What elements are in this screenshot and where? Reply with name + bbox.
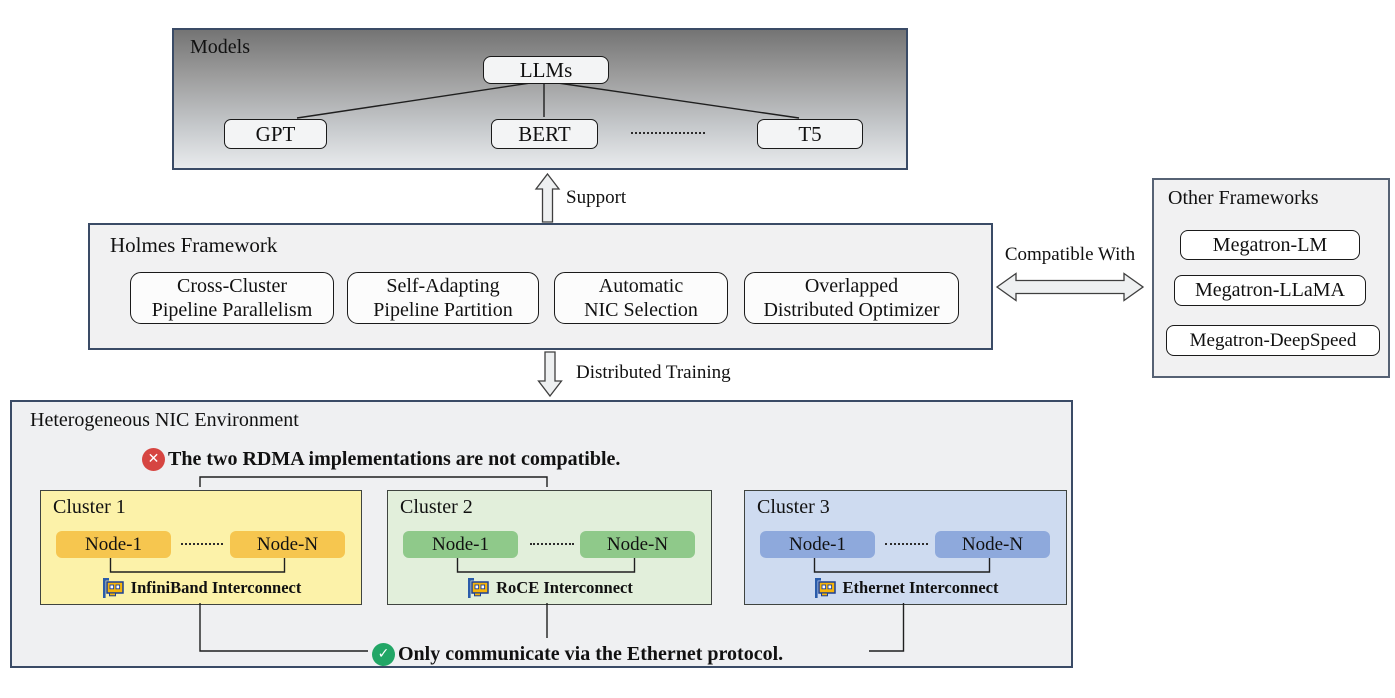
cluster-1-node-ellipsis [181, 543, 223, 545]
nic-environment-panel: Heterogeneous NIC Environment ✕ The two … [10, 400, 1073, 668]
cluster-3-node-ellipsis [885, 543, 928, 545]
cluster-1-title: Cluster 1 [53, 496, 126, 518]
cluster-3: Cluster 3 Node-1 Node-N Ethernet Interco… [744, 490, 1067, 605]
network-card-icon [102, 578, 124, 598]
feature-box-self-adapting: Self-Adapting Pipeline Partition [347, 272, 539, 324]
node-label: Node-N [961, 533, 1024, 555]
feature-box-distributed-optimizer: Overlapped Distributed Optimizer [744, 272, 959, 324]
check-circle-icon: ✓ [372, 642, 395, 666]
holmes-panel-title: Holmes Framework [110, 233, 278, 257]
framework-label: Megatron-DeepSpeed [1189, 329, 1357, 351]
framework-label: Megatron-LLaMA [1195, 279, 1345, 301]
node-label: Node-1 [789, 533, 846, 555]
support-arrow-label: Support [566, 187, 627, 208]
framework-box-megatron-llama: Megatron-LLaMA [1174, 275, 1366, 306]
distributed-training-arrow [537, 351, 563, 398]
network-card-icon [468, 578, 489, 598]
cluster-3-node-first: Node-1 [760, 531, 875, 558]
cluster-3-node-last: Node-N [935, 531, 1050, 558]
cluster-2-node-ellipsis [530, 543, 574, 545]
ethernet-only-text: Only communicate via the Ethernet protoc… [398, 642, 784, 665]
other-frameworks-title: Other Frameworks [1168, 187, 1319, 209]
interconnect-label: Ethernet Interconnect [842, 578, 999, 597]
rdma-incompatible-text: The two RDMA implementations are not com… [168, 447, 621, 470]
cluster-3-interconnect: Ethernet Interconnect [745, 577, 1066, 599]
llms-label: LLMs [519, 57, 573, 82]
node-label: Node-1 [85, 533, 142, 555]
node-label: Node-N [606, 533, 669, 555]
support-arrow [534, 172, 561, 223]
t5-label: T5 [798, 121, 822, 146]
feature-box-nic-selection: Automatic NIC Selection [554, 272, 728, 324]
feature-line: Self-Adapting [386, 275, 500, 297]
compatible-with-arrow [995, 272, 1145, 302]
cluster-2-title: Cluster 2 [400, 496, 473, 518]
framework-label: Megatron-LM [1212, 233, 1328, 256]
x-circle-icon: ✕ [142, 447, 165, 471]
feature-line: Cross-Cluster [177, 275, 287, 297]
cluster-2: Cluster 2 Node-1 Node-N RoCE Interconnec… [387, 490, 712, 605]
llms-box: LLMs [483, 56, 609, 84]
framework-box-megatron-lm: Megatron-LM [1180, 230, 1360, 260]
models-panel: Models LLMs GPT BERT T5 [172, 28, 908, 170]
feature-line: NIC Selection [584, 299, 698, 321]
cluster-1-interconnect: InfiniBand Interconnect [41, 577, 361, 599]
cluster-1-node-first: Node-1 [56, 531, 171, 558]
interconnect-label: InfiniBand Interconnect [130, 578, 302, 597]
gpt-label: GPT [255, 121, 296, 146]
cluster-2-node-first: Node-1 [403, 531, 518, 558]
model-box-t5: T5 [757, 119, 863, 149]
feature-line: Distributed Optimizer [763, 299, 940, 321]
bert-label: BERT [518, 121, 571, 146]
node-label: Node-1 [432, 533, 489, 555]
models-panel-title: Models [190, 36, 250, 58]
network-card-icon [814, 578, 836, 598]
cluster-3-title: Cluster 3 [757, 496, 830, 518]
node-label: Node-N [256, 533, 319, 555]
interconnect-label: RoCE Interconnect [496, 578, 633, 597]
distributed-training-arrow-label: Distributed Training [576, 362, 731, 383]
compatible-with-label: Compatible With [1004, 244, 1136, 265]
cluster-1-node-last: Node-N [230, 531, 345, 558]
feature-line: Overlapped [804, 275, 899, 297]
feature-line: Pipeline Parallelism [151, 299, 313, 321]
holmes-framework-panel: Holmes Framework Cross-Cluster Pipeline … [88, 223, 993, 350]
rdma-incompatible-note: ✕ The two RDMA implementations are not c… [142, 446, 620, 472]
other-frameworks-panel: Other Frameworks Megatron-LM Megatron-LL… [1152, 178, 1390, 378]
models-ellipsis [631, 132, 705, 134]
feature-line: Automatic [598, 275, 684, 297]
feature-box-cross-cluster: Cross-Cluster Pipeline Parallelism [130, 272, 334, 324]
cluster-2-node-last: Node-N [580, 531, 695, 558]
model-box-gpt: GPT [224, 119, 327, 149]
ethernet-only-note: ✓ Only communicate via the Ethernet prot… [372, 641, 783, 667]
cluster-1: Cluster 1 Node-1 Node-N InfiniBand Inter… [40, 490, 362, 605]
nic-environment-title: Heterogeneous NIC Environment [30, 409, 299, 431]
framework-box-megatron-deepspeed: Megatron-DeepSpeed [1166, 325, 1380, 356]
feature-line: Pipeline Partition [373, 299, 513, 321]
model-box-bert: BERT [491, 119, 598, 149]
cluster-2-interconnect: RoCE Interconnect [388, 577, 711, 599]
